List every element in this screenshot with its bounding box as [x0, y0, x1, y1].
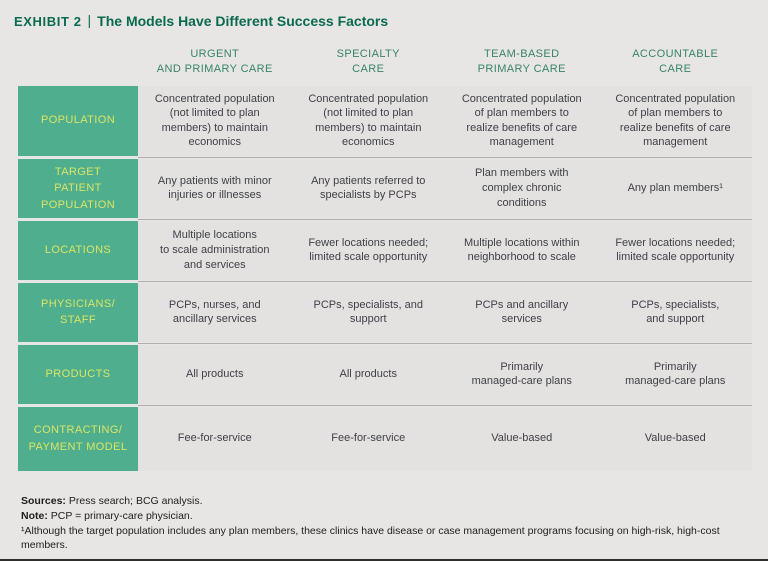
note-line: Note: PCP = primary-care physician. [21, 509, 750, 524]
table-cell: Concentrated population of plan members … [461, 92, 582, 149]
row-content: PCPs, nurses, and ancillary services PCP… [138, 280, 752, 342]
table-row-population: POPULATION Concentrated population (not … [18, 85, 752, 156]
table-cell: All products [186, 367, 244, 380]
table-cell: Any plan members¹ [627, 181, 723, 194]
row-content: Fee-for-service Fee-for-service Value-ba… [138, 404, 752, 471]
table-cell: Fewer locations needed; limited scale op… [308, 236, 429, 264]
table-header-row: URGENT AND PRIMARY CARE SPECIALTY CARE T… [18, 39, 752, 84]
column-header-specialty-care: SPECIALTY CARE [336, 48, 400, 75]
row-content: Any patients with minor injuries or illn… [138, 156, 752, 218]
title-separator: | [87, 12, 92, 28]
row-content: Multiple locations to scale administrati… [138, 218, 752, 280]
table-cell: Concentrated population (not limited to … [154, 92, 275, 149]
table-cell: PCPs and ancillary services [475, 298, 569, 326]
sources-label: Sources: [21, 494, 66, 507]
table-cell: Multiple locations to scale administrati… [160, 229, 270, 271]
page-title: The Models Have Different Success Factor… [97, 13, 389, 29]
table-cell: PCPs, specialists, and support [631, 298, 720, 326]
note-label: Note: [21, 509, 48, 522]
note-text: PCP = primary-care physician. [47, 509, 193, 522]
table-cell: Concentrated population of plan members … [615, 92, 736, 149]
table-row-locations: LOCATIONS Multiple locations to scale ad… [18, 218, 752, 280]
table-cell: All products [339, 367, 397, 380]
row-header-locations: LOCATIONS [18, 220, 138, 280]
table-cell: Value-based [644, 432, 706, 445]
row-content: Concentrated population (not limited to … [138, 85, 752, 156]
footnote-1: ¹Although the target population includes… [21, 524, 720, 552]
table-row-contracting-payment-model: CONTRACTING/ PAYMENT MODEL Fee-for-servi… [18, 404, 752, 471]
table-cell: Fee-for-service [331, 432, 406, 445]
table-cell: Concentrated population (not limited to … [308, 92, 429, 149]
comparison-table: URGENT AND PRIMARY CARE SPECIALTY CARE T… [18, 39, 752, 471]
table-cell: Any patients referred to specialists by … [311, 174, 426, 202]
sources-line: Sources: Press search; BCG analysis. [21, 494, 750, 509]
table-cell: PCPs, specialists, and support [313, 298, 423, 326]
row-header-target-patient-population: TARGET PATIENT POPULATION [18, 158, 138, 218]
table-cell: PCPs, nurses, and ancillary services [168, 298, 261, 326]
table-cell: Fee-for-service [177, 432, 252, 445]
header-spacer [18, 39, 138, 84]
column-header-team-based-primary-care: TEAM-BASED PRIMARY CARE [477, 48, 566, 75]
table-cell: Value-based [491, 432, 553, 445]
table-row-products: PRODUCTS All products All products Prima… [18, 342, 752, 404]
table-cell: Primarily managed-care plans [625, 360, 726, 388]
table-cell: Fewer locations needed; limited scale op… [615, 236, 736, 264]
row-header-population: POPULATION [18, 85, 138, 156]
table-cell: Multiple locations within neighborhood t… [463, 236, 580, 264]
row-header-physicians-staff: PHYSICIANS/ STAFF [18, 282, 138, 342]
table-row-target-patient-population: TARGET PATIENT POPULATION Any patients w… [18, 156, 752, 218]
exhibit-number: EXHIBIT 2 [14, 14, 82, 29]
table-cell: Primarily managed-care plans [471, 360, 572, 388]
exhibit-title: EXHIBIT 2 | The Models Have Different Su… [0, 0, 768, 29]
table-row-physicians-staff: PHYSICIANS/ STAFF PCPs, nurses, and anci… [18, 280, 752, 342]
row-header-contracting-payment-model: CONTRACTING/ PAYMENT MODEL [18, 406, 138, 471]
column-header-urgent-primary-care: URGENT AND PRIMARY CARE [156, 48, 273, 75]
footnotes: Sources: Press search; BCG analysis. Not… [21, 494, 750, 554]
column-header-accountable-care: ACCOUNTABLE CARE [632, 48, 719, 75]
table-cell: Plan members with complex chronic condit… [474, 167, 569, 209]
row-content: All products All products Primarily mana… [138, 342, 752, 404]
row-header-products: PRODUCTS [18, 344, 138, 404]
sources-text: Press search; BCG analysis. [65, 494, 203, 507]
table-cell: Any patients with minor injuries or illn… [157, 174, 272, 202]
